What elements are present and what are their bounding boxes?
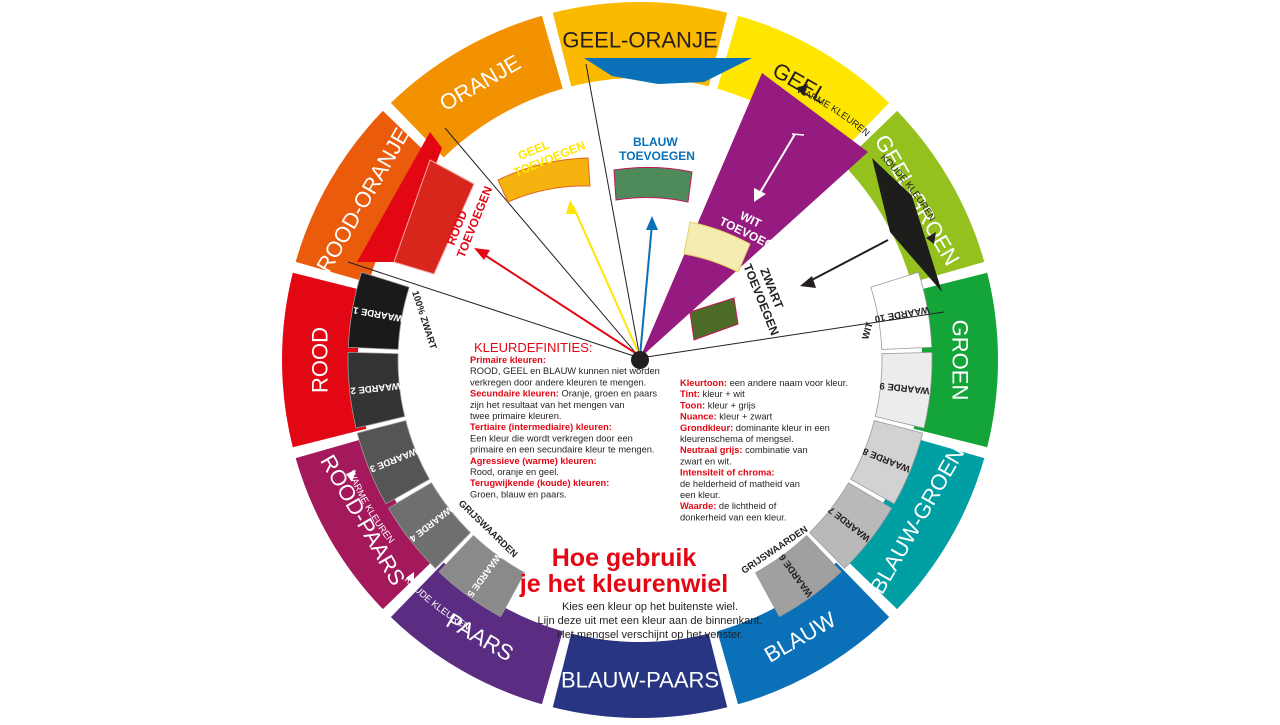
ring-segment-blauw-paars (552, 633, 728, 719)
wit-label: WIT (860, 321, 875, 341)
def-left-item-3: Tertiaire (intermediaire) kleuren: (470, 422, 612, 432)
def-left-item-2-line-2: twee primaire kleuren. (470, 411, 561, 421)
def-right-item-6-line-1: zwart en wit. (680, 456, 732, 466)
def-right-item-8-line-1: donkerheid van een kleur. (680, 512, 786, 522)
svg-text:BLAUW TOEVOEGEN: BLAUW TOEVOEGEN (619, 135, 695, 163)
def-left-item-1: Primaire kleuren: (470, 355, 546, 365)
blauw-toevoegen-line1: BLAUW (633, 135, 678, 149)
grey-left-label-2: WAARDE 2 (350, 380, 401, 396)
window-zwart-black (872, 158, 942, 292)
window-rood-left (357, 132, 442, 262)
ring-segment-rood-paars (295, 437, 438, 610)
ring-label-groen: GROEN (948, 320, 973, 401)
def-right-item-7-line-2: een kleur. (680, 490, 720, 500)
ring-segment-rood-oranje (295, 110, 438, 283)
def-left-item-5-line-1: Groen, blauw en paars. (470, 489, 567, 499)
definitions-title: KLEURDEFINITIES: (474, 340, 592, 355)
grey-right-swatch-5 (754, 534, 842, 618)
def-left-item-4: Agressieve (warme) kleuren: (470, 456, 597, 466)
def-left-item-1-line-1: ROOD, GEEL en BLAUW kunnen niet worden (470, 366, 660, 376)
def-right-item-1: Kleurtoon: een andere naam voor kleur. (680, 378, 848, 388)
grey-left-swatch-5 (438, 534, 526, 618)
ring-segment-geel-groen (842, 110, 985, 283)
window-geel-oranje-top (584, 58, 752, 84)
swatch-rood (393, 159, 475, 275)
swatch-zwart (689, 297, 739, 341)
howto-title-line1: Hoe gebruik (552, 544, 697, 572)
swatch-geel (497, 157, 591, 203)
howto-title-line2: je het kleurenwiel (519, 570, 728, 598)
def-right-item-3: Toon: kleur + grijs (680, 400, 756, 410)
grey-right-swatch-2 (874, 351, 933, 429)
ring-segment-groen (913, 272, 999, 448)
howto-line2: Lijn deze uit met een kleur aan de binne… (537, 615, 762, 627)
def-right-item-4: Nuance: kleur + zwart (680, 412, 773, 422)
def-right-item-5: Grondkleur: dominante kleur in een (680, 423, 830, 433)
definitions-right: Kleurtoon: een andere naam voor kleur.Ti… (680, 378, 848, 522)
howto-line1: Kies een kleur op het buitenste wiel. (562, 601, 738, 613)
swatch-blauw (613, 166, 693, 203)
mix-arrows (474, 133, 889, 369)
def-right-item-6: Neutraal grijs: combinatie van (680, 445, 808, 455)
def-right-item-7: Intensiteit of chroma: (680, 468, 775, 478)
ring-segment-paars (390, 562, 563, 705)
grey-right-swatch-1 (870, 271, 933, 350)
ring-label-geel-oranje: GEEL-ORANJE (562, 28, 717, 53)
mix-swatches (393, 157, 751, 341)
wheel-pivot (631, 351, 649, 369)
ring-segment-blauw-groen (842, 437, 985, 610)
blauw-toevoegen-line2: TOEVOEGEN (619, 149, 695, 163)
swatch-wit (683, 221, 751, 273)
definitions-left: KLEURDEFINITIES: Primaire kleuren:ROOD, … (470, 340, 660, 499)
grey-left-swatch-4 (387, 482, 471, 569)
def-left-item-1-line-2: verkregen door andere kleuren te mengen. (470, 377, 646, 387)
def-right-item-5-line-1: kleurenschema of mengsel. (680, 434, 794, 444)
grey-left-swatch-1 (347, 271, 410, 350)
grey-right-swatch-4 (809, 482, 893, 569)
howto-block: Hoe gebruik je het kleurenwiel Kies een … (519, 544, 763, 641)
grey-right-swatch-3 (850, 420, 924, 505)
def-right-item-8: Waarde: de lichtheid of (680, 501, 777, 511)
def-left-item-2-line-1: zijn het resultaat van het mengen van (470, 400, 625, 410)
def-right-item-2: Tint: kleur + wit (680, 389, 745, 399)
ring-segment-oranje (390, 15, 563, 158)
mixing-windows (347, 58, 945, 359)
def-left-item-3-line-2: primaire en een secundaire kleur te meng… (470, 445, 655, 455)
outer-color-ring: GEEL-ORANJEGEELGEEL-GROENGROENBLAUW-GROE… (282, 2, 999, 719)
def-left-item-2: Secundaire kleuren: Oranje, groen en paa… (470, 389, 657, 399)
def-right-item-7-line-1: de helderheid of matheid van (680, 479, 800, 489)
def-left-item-4-line-1: Rood, oranje en geel. (470, 467, 559, 477)
ring-segment-blauw (717, 562, 890, 705)
howto-line3: Het mengsel verschijnt op het venster. (557, 629, 743, 641)
grey-right-label-2: WAARDE 9 (879, 380, 930, 396)
window-wit-purple (640, 73, 868, 358)
def-left-item-5: Terugwijkende (koude) kleuren: (470, 478, 609, 488)
ring-segment-rood (282, 272, 367, 448)
ring-label-rood: ROOD (308, 327, 333, 393)
grey-left-swatch-3 (356, 420, 430, 505)
def-left-item-3-line-1: Een kleur die wordt verkregen door een (470, 433, 633, 443)
ring-label-blauw-paars: BLAUW-PAARS (561, 668, 719, 693)
grey-left-swatch-2 (347, 351, 406, 429)
